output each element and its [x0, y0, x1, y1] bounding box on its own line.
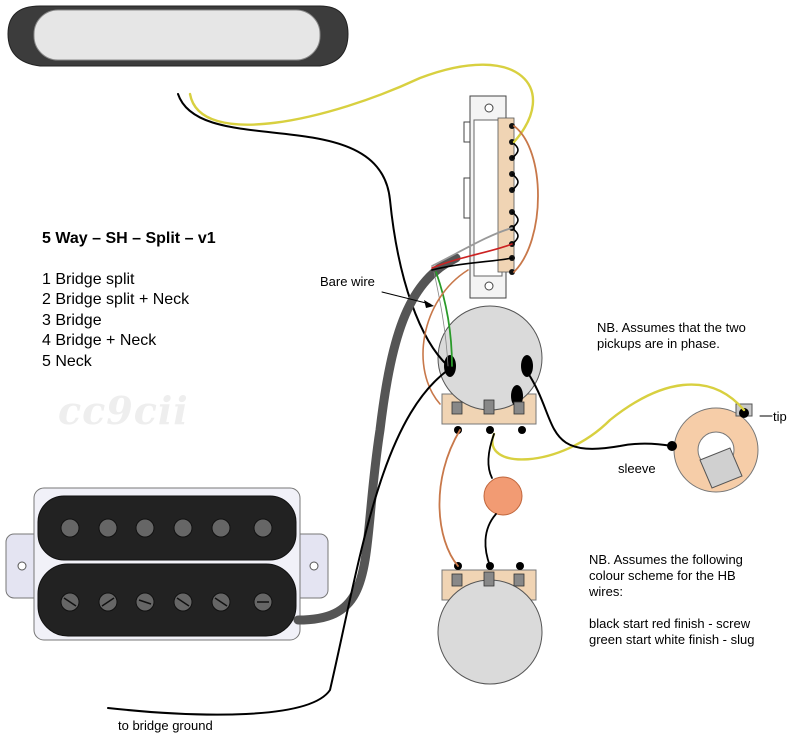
phase-note-line: pickups are in phase.	[597, 336, 720, 351]
colour-note-line: wires:	[589, 584, 623, 599]
five-way-switch	[463, 95, 519, 299]
position-item: 1 Bridge split	[42, 271, 135, 288]
wires	[107, 63, 773, 716]
bridge-ground-label: to bridge ground	[118, 718, 213, 733]
volume-pot	[437, 305, 543, 434]
neck-pickup	[7, 5, 349, 67]
phase-note: NB. Assumes that the two pickups are in …	[597, 320, 746, 352]
output-jack	[667, 403, 759, 493]
phase-note-line: NB. Assumes that the two	[597, 320, 746, 335]
position-item: 3 Bridge	[42, 312, 102, 329]
watermark: cc9cii	[58, 388, 189, 433]
position-item: 4 Bridge + Neck	[42, 332, 157, 349]
bridge-humbucker	[5, 487, 329, 641]
colour-note-line: NB. Assumes the following	[589, 552, 743, 567]
colour-note-line: black start red finish - screw	[589, 616, 751, 631]
tip-label: tip	[773, 409, 787, 424]
bare-wire-label: Bare wire	[320, 274, 375, 289]
sleeve-label: sleeve	[618, 461, 656, 476]
colour-scheme-note: NB. Assumes the following colour scheme …	[589, 552, 754, 648]
diagram-title: 5 Way – SH – Split – v1	[42, 230, 216, 247]
colour-note-line: green start white finish - slug	[589, 632, 755, 647]
colour-note-line	[589, 600, 754, 616]
colour-note-line: colour scheme for the HB	[589, 568, 736, 583]
tone-capacitor	[483, 476, 523, 516]
tone-pot	[437, 562, 543, 685]
position-item: 2 Bridge split + Neck	[42, 291, 190, 308]
position-item: 5 Neck	[42, 353, 92, 370]
